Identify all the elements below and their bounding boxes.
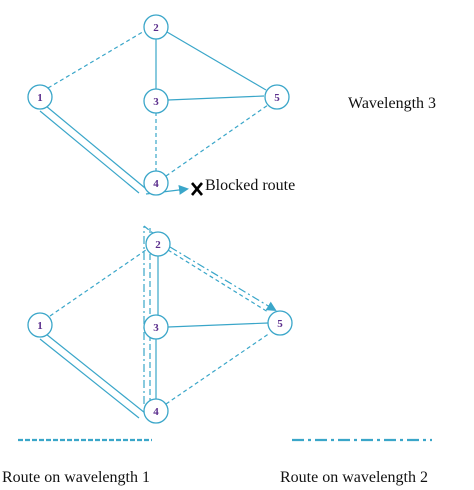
bottom-node-1: 1 xyxy=(27,312,53,338)
wavelength-label: Wavelength 3 xyxy=(348,95,436,112)
node-label: 2 xyxy=(155,239,161,251)
top-node-2: 2 xyxy=(143,14,169,40)
node-label: 1 xyxy=(37,92,43,104)
legend-route1-label: Route on wavelength 1 xyxy=(2,469,150,486)
node-label: 2 xyxy=(153,22,159,34)
link-4-5 xyxy=(165,104,269,177)
node-label: 5 xyxy=(277,318,283,330)
link-3-5 xyxy=(167,322,269,328)
node-label: 1 xyxy=(37,320,43,332)
route-w2-2-5-a xyxy=(143,225,160,239)
blocked-x-icon xyxy=(191,182,203,196)
node-label: 3 xyxy=(153,322,159,334)
route-w2-2-5-b xyxy=(169,246,277,312)
bottom-node-4: 4 xyxy=(143,398,169,424)
link-2-5 xyxy=(167,249,269,313)
top-network: Blocked route Wavelength 3 1 2 3 4 5 xyxy=(27,14,436,196)
link-4-5 xyxy=(165,332,271,405)
blocked-route-label: Blocked route xyxy=(205,177,295,194)
top-node-1: 1 xyxy=(27,84,53,110)
bottom-node-2: 2 xyxy=(145,231,171,257)
link-2-5 xyxy=(166,31,267,91)
top-node-5: 5 xyxy=(264,84,290,110)
bottom-node-5: 5 xyxy=(267,310,293,336)
route-1-4-line-a xyxy=(45,333,146,414)
top-node-3: 3 xyxy=(143,88,169,114)
node-label: 5 xyxy=(274,92,280,104)
link-1-2 xyxy=(49,249,147,317)
bottom-network: 1 2 3 4 5 xyxy=(27,225,293,424)
legend: Route on wavelength 1 Route on wavelengt… xyxy=(2,438,432,486)
node-label: 4 xyxy=(153,406,159,418)
node-label: 4 xyxy=(153,178,159,190)
link-1-2 xyxy=(47,29,147,89)
route-1-4-line-b xyxy=(39,110,140,194)
top-node-4: 4 xyxy=(143,170,169,196)
link-3-5 xyxy=(167,95,265,101)
bottom-node-3: 3 xyxy=(143,314,169,340)
route-1-4-line-b xyxy=(39,338,140,419)
node-label: 3 xyxy=(153,96,159,108)
legend-route2-label: Route on wavelength 2 xyxy=(280,469,428,486)
route-1-4-line-a xyxy=(45,105,146,189)
